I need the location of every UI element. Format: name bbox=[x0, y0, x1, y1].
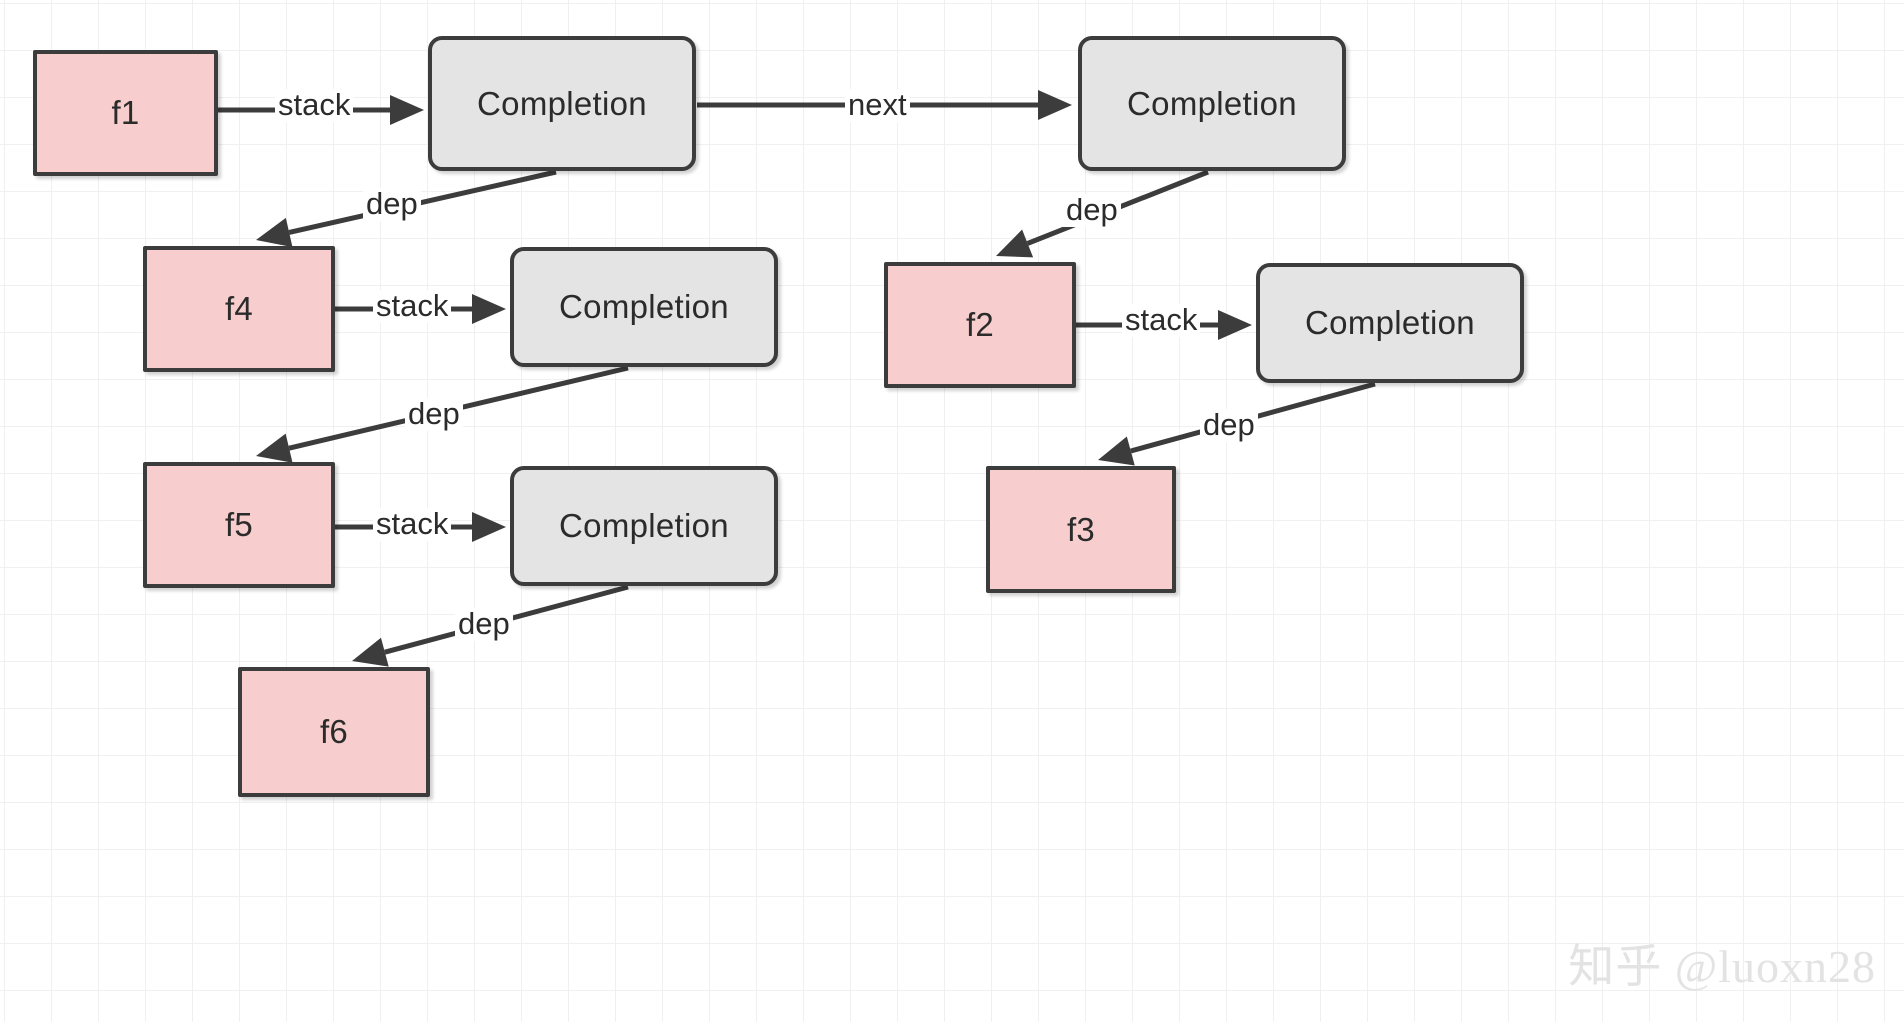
edge-label-e2: next bbox=[845, 88, 910, 122]
node-f3[interactable]: f3 bbox=[986, 466, 1176, 593]
arrowhead-icon bbox=[256, 433, 293, 463]
arrowhead-icon bbox=[390, 95, 424, 125]
arrowhead-icon bbox=[472, 294, 506, 324]
edge-label-e9: stack bbox=[373, 507, 452, 541]
edge-line bbox=[288, 169, 557, 235]
node-c2[interactable]: Completion bbox=[1078, 36, 1346, 171]
arrowhead-icon bbox=[1038, 90, 1072, 120]
node-c4[interactable]: Completion bbox=[1256, 263, 1524, 383]
node-label: f4 bbox=[224, 290, 254, 327]
edge-label-e1: stack bbox=[275, 88, 354, 122]
arrowhead-icon bbox=[1218, 310, 1252, 340]
edge-label-e3: dep bbox=[363, 187, 421, 221]
node-c5[interactable]: Completion bbox=[510, 466, 778, 586]
arrowhead-icon bbox=[352, 637, 389, 667]
node-label: f2 bbox=[965, 306, 995, 343]
arrowhead-icon bbox=[1098, 436, 1135, 466]
edge-label-e7: stack bbox=[1122, 303, 1201, 337]
node-f4[interactable]: f4 bbox=[143, 246, 335, 372]
node-f2[interactable]: f2 bbox=[884, 262, 1076, 388]
edge-label-e6: dep bbox=[405, 397, 463, 431]
node-label: f6 bbox=[319, 713, 349, 750]
node-label: Completion bbox=[1305, 304, 1475, 341]
arrowhead-icon bbox=[996, 229, 1034, 258]
node-label: Completion bbox=[1127, 84, 1297, 122]
node-f1[interactable]: f1 bbox=[33, 50, 218, 176]
edge-label-e8: dep bbox=[1200, 408, 1258, 442]
edge-label-e10: dep bbox=[455, 607, 513, 641]
edge-label-e4: dep bbox=[1063, 193, 1121, 227]
arrowhead-icon bbox=[256, 217, 293, 248]
arrowhead-icon bbox=[472, 512, 506, 542]
node-c3[interactable]: Completion bbox=[510, 247, 778, 367]
node-f5[interactable]: f5 bbox=[143, 462, 335, 588]
node-label: f3 bbox=[1066, 510, 1096, 548]
node-label: f5 bbox=[224, 506, 254, 543]
edge-label-e5: stack bbox=[373, 289, 452, 323]
watermark: 知乎 @luoxn28 bbox=[1568, 941, 1876, 992]
node-label: Completion bbox=[559, 507, 729, 544]
node-label: Completion bbox=[477, 84, 647, 122]
node-label: Completion bbox=[559, 288, 729, 325]
node-c1[interactable]: Completion bbox=[428, 36, 696, 171]
node-label: f1 bbox=[111, 94, 140, 131]
node-f6[interactable]: f6 bbox=[238, 667, 430, 797]
